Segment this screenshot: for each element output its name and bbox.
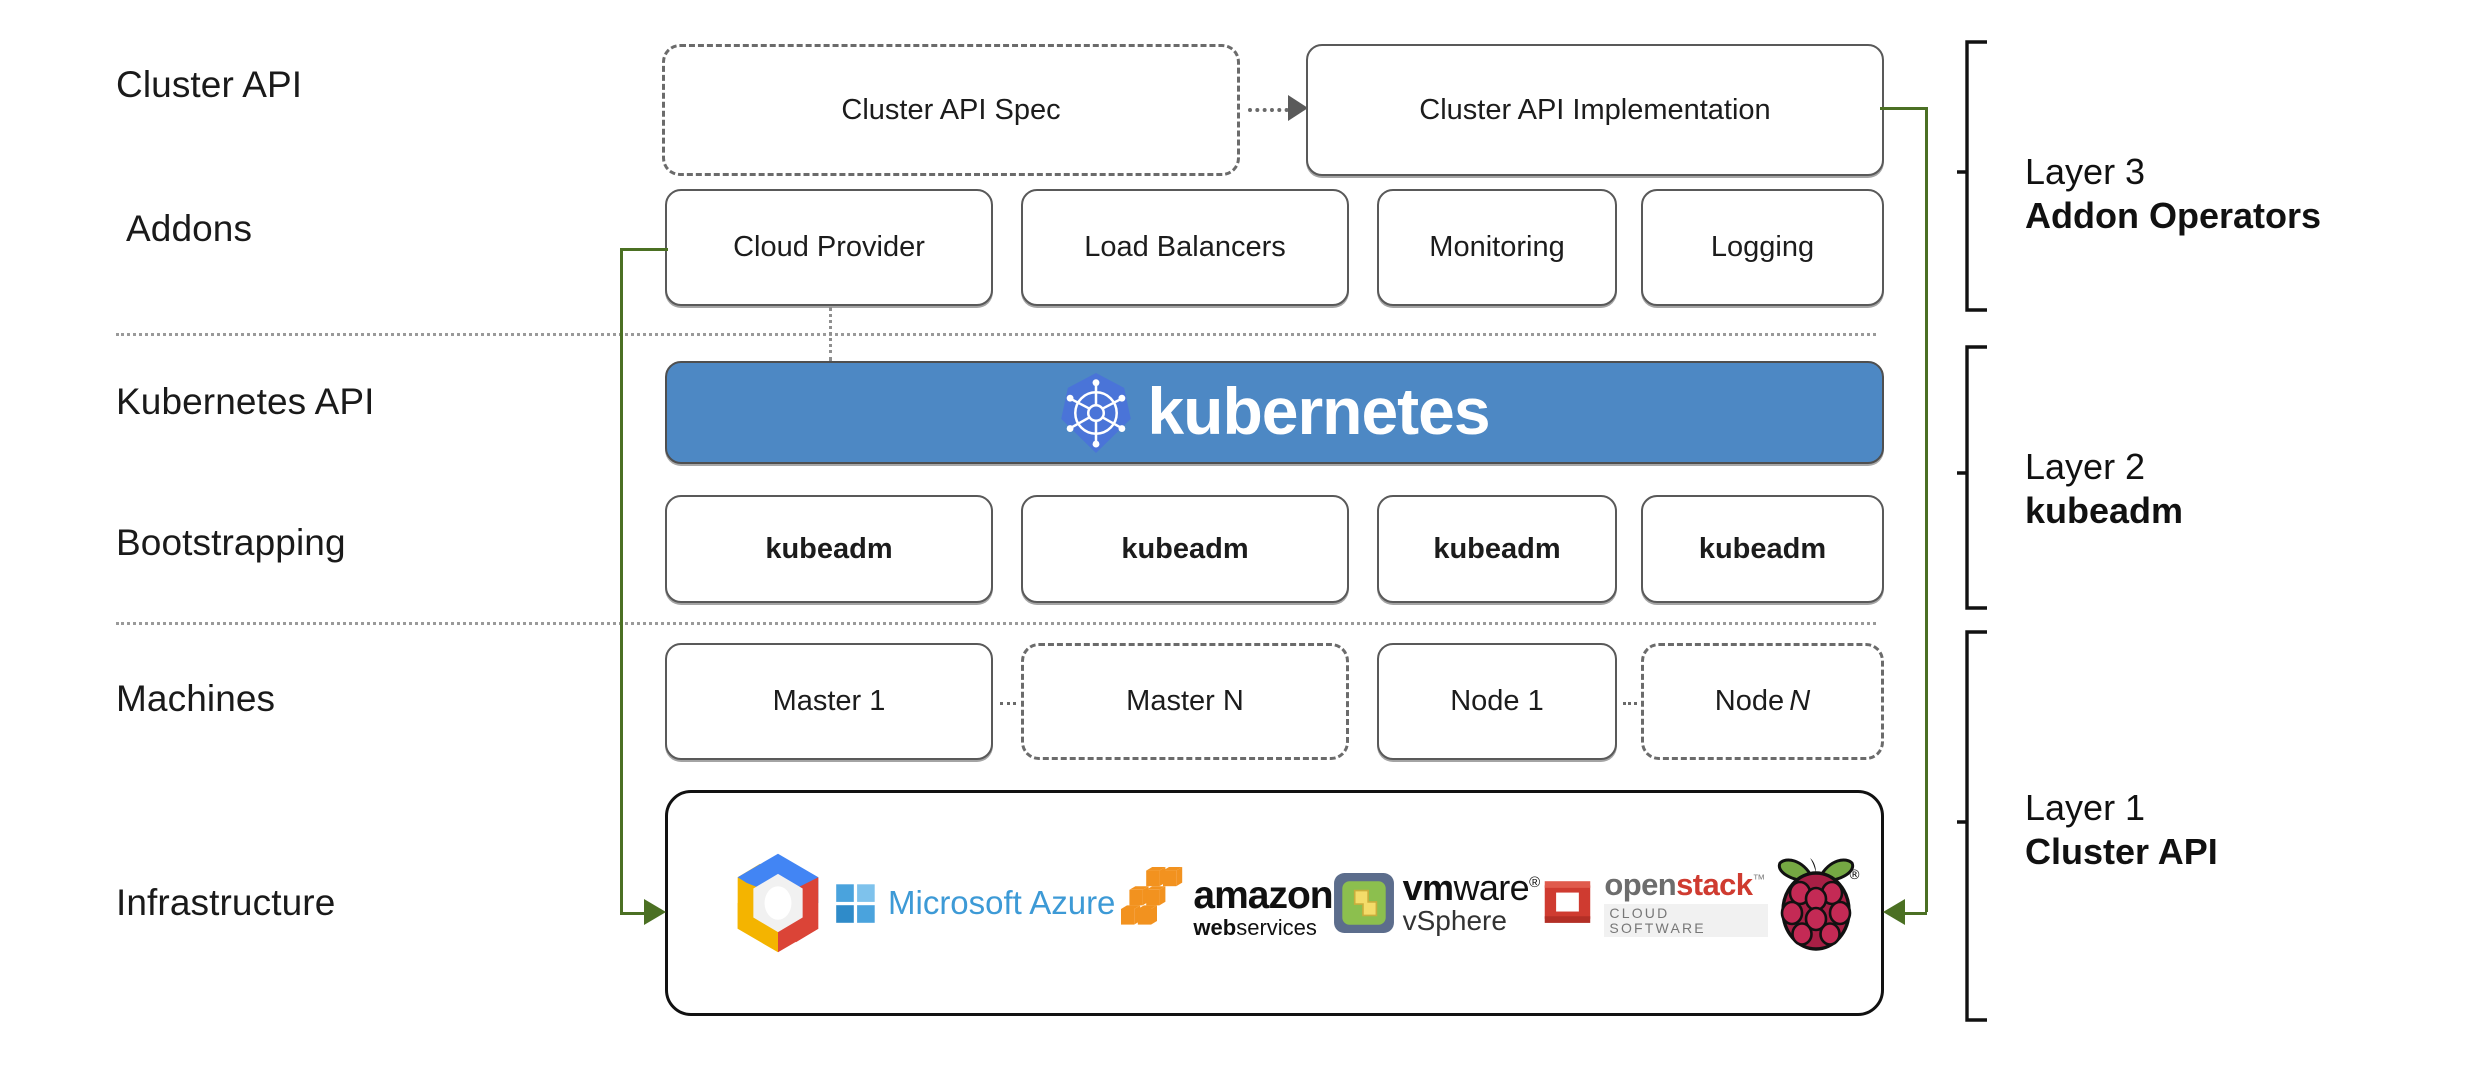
box-machine-master-n[interactable]: Master N <box>1021 643 1349 760</box>
green-arrow-head-right-icon <box>644 899 666 925</box>
box-label: Node <box>1714 685 1785 717</box>
box-label: kubeadm <box>1433 532 1561 565</box>
box-label: kubeadm <box>1698 532 1827 565</box>
box-kubeadm-1[interactable]: kubeadm <box>665 495 993 603</box>
openstack-wordmark: openstack™ <box>1604 866 1765 902</box>
bracket-layer-2 <box>1955 345 1999 615</box>
row-label-cluster-api: Cluster API <box>116 64 303 105</box>
layer-caption-1: Layer 1 Cluster API <box>2025 786 2218 874</box>
box-cluster-api-implementation[interactable]: Cluster API Implementation <box>1306 44 1884 176</box>
layer-caption-3: Layer 3 Addon Operators <box>2025 150 2321 238</box>
web-services-wordmark: webservices <box>1193 915 1317 940</box>
openstack-tagline: CLOUD SOFTWARE <box>1604 904 1768 938</box>
google-cloud-platform-logo <box>737 853 819 953</box>
row-label-bootstrapping: Bootstrapping <box>116 522 346 563</box>
separator-layer3-layer2 <box>116 333 1876 336</box>
box-label-italic-suffix: N <box>1789 685 1811 717</box>
vmware-wordmark: vmware® <box>1402 867 1541 909</box>
row-label-infrastructure: Infrastructure <box>116 882 336 923</box>
logo-amazon-web-services[interactable]: amazon webservices <box>1115 867 1334 940</box>
logo-vmware-vsphere[interactable]: vmware® vSphere <box>1333 867 1541 937</box>
layer-caption-2: Layer 2 kubeadm <box>2025 445 2183 533</box>
dotted-connector-spec-to-implementation <box>1248 108 1296 112</box>
layer-number: Layer 3 <box>2025 151 2146 192</box>
dotted-connector-cloud-provider-to-kubernetes <box>829 307 832 361</box>
aws-cubes-icon <box>1121 867 1183 925</box>
box-label: Master N <box>1126 685 1244 717</box>
layer-name: Addon Operators <box>2025 194 2322 236</box>
row-label-addons: Addons <box>126 208 253 249</box>
dotted-connector-nodes <box>1623 702 1637 705</box>
box-label: Master 1 <box>772 685 886 717</box>
box-label: Cluster API Spec <box>841 93 1061 126</box>
box-machine-master-1[interactable]: Master 1 <box>665 643 993 760</box>
logo-raspberry-pi[interactable]: ® <box>1768 849 1864 957</box>
box-kubeadm-4[interactable]: kubeadm <box>1641 495 1884 603</box>
box-label: Cluster API Implementation <box>1419 93 1771 126</box>
layer-number: Layer 1 <box>2025 787 2146 828</box>
box-kubeadm-3[interactable]: kubeadm <box>1377 495 1617 603</box>
green-connector-right-vertical <box>1925 107 1928 912</box>
bracket-layer-1 <box>1955 630 1999 1027</box>
microsoft-window-icon <box>836 884 875 923</box>
logo-microsoft-azure[interactable]: Microsoft Azure <box>834 881 1115 925</box>
box-label: Monitoring <box>1429 231 1565 263</box>
svg-text:®: ® <box>1848 868 1861 883</box>
arrow-head-icon <box>1288 95 1308 121</box>
kubernetes-api-banner[interactable]: kubernetes <box>665 361 1884 464</box>
green-connector-left-bottom <box>620 912 648 915</box>
box-machine-node-1[interactable]: Node 1 <box>1377 643 1617 760</box>
logo-google-cloud-platform[interactable] <box>722 847 834 959</box>
box-kubeadm-2[interactable]: kubeadm <box>1021 495 1349 603</box>
separator-layer2-layer1 <box>116 622 1876 625</box>
green-connector-left-vertical <box>620 248 623 912</box>
openstack-block-icon <box>1544 881 1590 923</box>
logo-openstack[interactable]: openstack™ CLOUD SOFTWARE <box>1540 866 1768 938</box>
vsphere-tile-icon <box>1333 873 1394 933</box>
infrastructure-panel[interactable]: Microsoft Azure amazon webservices <box>665 790 1884 1016</box>
box-label: kubeadm <box>1121 532 1249 565</box>
kubernetes-wordmark: kubernetes <box>1147 373 1490 448</box>
box-label: Node 1 <box>1450 685 1544 717</box>
raspberry-pi-logo: ® <box>1777 858 1861 951</box>
box-label: kubeadm <box>765 532 893 565</box>
dotted-connector-masters <box>1000 702 1016 705</box>
row-label-kubernetes-api: Kubernetes API <box>116 381 375 422</box>
green-connector-right-bottom <box>1905 912 1927 915</box>
box-label: Load Balancers <box>1084 231 1286 263</box>
vsphere-wordmark: vSphere <box>1402 905 1507 937</box>
green-arrow-head-left-icon <box>1883 899 1905 925</box>
box-cluster-api-spec[interactable]: Cluster API Spec <box>662 44 1240 176</box>
bracket-layer-3 <box>1955 40 1999 317</box>
layer-name: kubeadm <box>2025 489 2184 531</box>
row-label-machines: Machines <box>116 678 276 719</box>
box-label: Logging <box>1710 231 1815 263</box>
box-addon-cloud-provider[interactable]: Cloud Provider <box>665 189 993 306</box>
box-addon-logging[interactable]: Logging <box>1641 189 1884 306</box>
layer-name: Cluster API <box>2025 830 2218 872</box>
amazon-wordmark: amazon <box>1193 874 1333 917</box>
box-label: Cloud Provider <box>733 231 925 263</box>
microsoft-azure-wordmark: Microsoft Azure <box>888 884 1116 921</box>
layer-number: Layer 2 <box>2025 446 2146 487</box>
kubernetes-helm-wheel-icon <box>1061 372 1132 453</box>
green-connector-left-top <box>620 248 668 251</box>
box-addon-monitoring[interactable]: Monitoring <box>1377 189 1617 306</box>
green-connector-right-top <box>1880 107 1928 110</box>
box-addon-load-balancers[interactable]: Load Balancers <box>1021 189 1349 306</box>
